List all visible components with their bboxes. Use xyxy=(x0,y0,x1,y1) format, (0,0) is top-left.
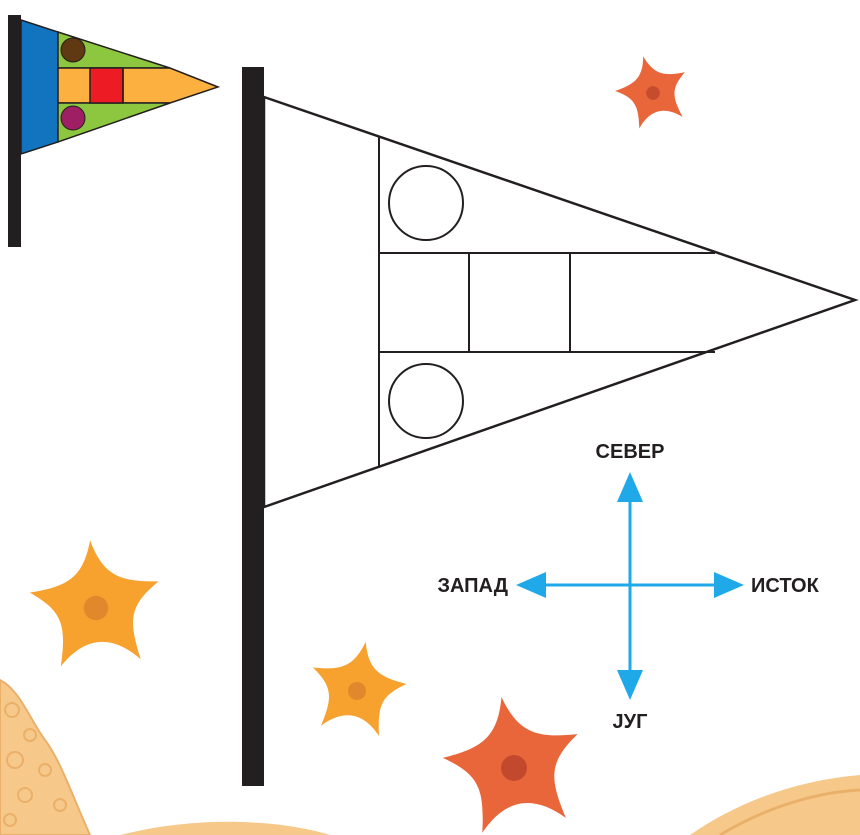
sample-flag xyxy=(8,15,221,247)
sample-flag-top-circle xyxy=(60,37,86,63)
outline-flag xyxy=(242,67,859,786)
west-arrow-icon xyxy=(516,572,546,598)
compass-west-label: ЗАПАД xyxy=(437,575,508,597)
outline-flag-body xyxy=(262,95,859,509)
sample-flag-bottom-circle xyxy=(60,105,86,131)
east-arrow-icon xyxy=(714,572,744,598)
starfish-icon xyxy=(615,56,685,129)
outline-flag-bottom-circle xyxy=(388,363,464,439)
sample-flag-middle-band xyxy=(57,67,221,104)
sand-pile xyxy=(0,678,92,835)
starfish-icon xyxy=(312,641,407,737)
starfish-icon xyxy=(29,540,159,667)
outline-flag-pole xyxy=(242,67,264,786)
compass-east-label: ИСТОК xyxy=(751,575,820,597)
sample-flag-pole xyxy=(8,15,21,247)
sample-flag-hoist xyxy=(20,18,59,156)
sample-flag-square xyxy=(89,67,124,104)
starfish-icon xyxy=(442,697,578,833)
south-arrow-icon xyxy=(617,670,643,700)
compass-south-label: ЈУГ xyxy=(613,711,648,733)
compass-north-label: СЕВЕР xyxy=(596,441,665,463)
outline-flag-top-circle xyxy=(388,165,464,241)
north-arrow-icon xyxy=(617,472,643,502)
sand-dunes xyxy=(120,775,860,835)
compass-rose: СЕВЕР ЈУГ ЗАПАД ИСТОК xyxy=(437,441,819,733)
